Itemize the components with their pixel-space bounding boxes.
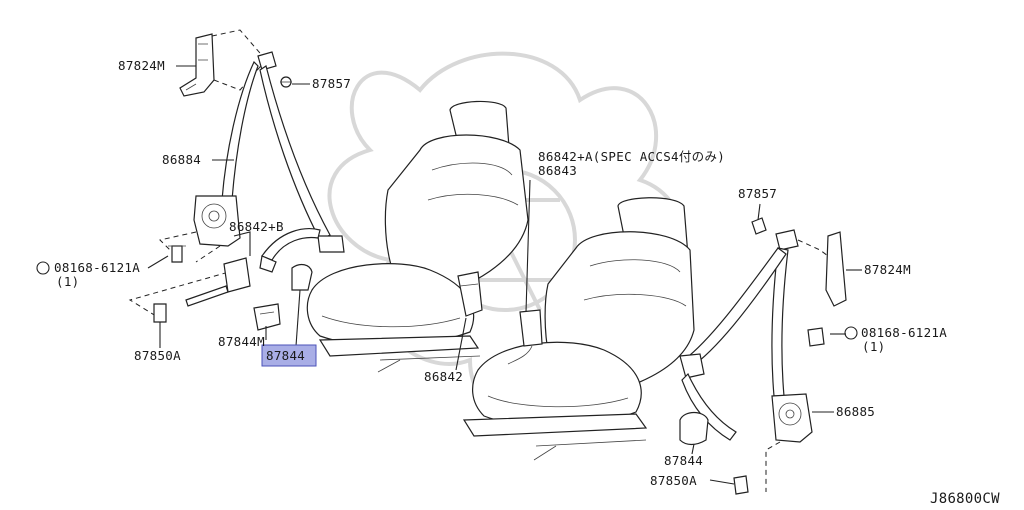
label-87850a-right[interactable]: 87850A (650, 473, 697, 488)
right-belt-assembly (679, 217, 847, 495)
bolt-symbol-right (844, 326, 858, 340)
label-87844m[interactable]: 87844M (218, 334, 265, 349)
label-86842b[interactable]: 86842+B (229, 219, 284, 234)
label-86842[interactable]: 86842 (424, 369, 463, 384)
label-87844-highlight[interactable]: 87844 (266, 348, 305, 363)
label-86843[interactable]: 86843 (538, 163, 577, 178)
label-08168-right[interactable]: 08168-6121A (861, 325, 947, 340)
label-86885[interactable]: 86885 (836, 404, 875, 419)
label-qty-left: (1) (56, 274, 79, 289)
right-seat (462, 197, 695, 461)
left-seat (306, 100, 529, 373)
label-86884[interactable]: 86884 (162, 152, 201, 167)
leader-lines (147, 65, 862, 485)
part-labels: 87824M 87857 86884 86842+B 08168-6121A (… (36, 58, 1000, 507)
highlighted-part-box[interactable] (261, 344, 317, 367)
label-87857-right[interactable]: 87857 (738, 186, 777, 201)
diagram-id: J86800CW (930, 491, 1000, 507)
label-87824m-left[interactable]: 87824M (118, 58, 165, 73)
label-86842a-spec[interactable]: 86842+A(SPEC ACCS4付のみ) (538, 149, 725, 164)
label-87850a-left[interactable]: 87850A (134, 348, 181, 363)
bolt-symbol-left (36, 261, 50, 275)
left-belt-assembly (128, 29, 345, 331)
label-08168-left[interactable]: 08168-6121A (54, 260, 140, 275)
label-qty-right: (1) (862, 339, 885, 354)
label-87824m-right[interactable]: 87824M (864, 262, 911, 277)
label-87844-right[interactable]: 87844 (664, 453, 703, 468)
label-87857-left[interactable]: 87857 (312, 76, 351, 91)
